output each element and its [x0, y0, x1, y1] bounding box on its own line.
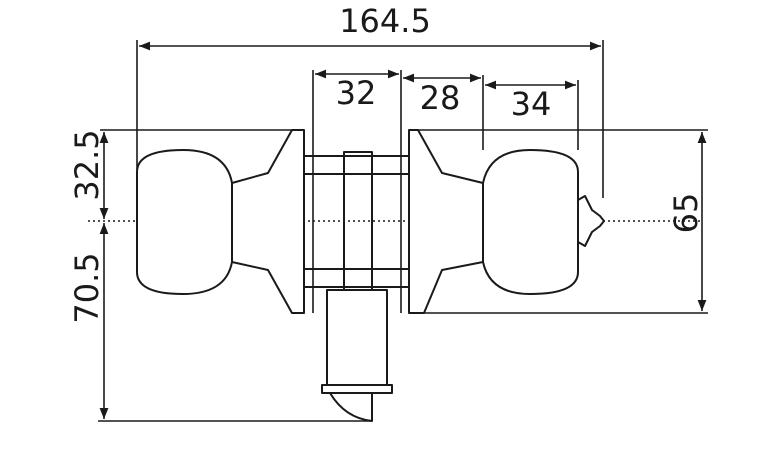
label-overall-width: 164.5	[339, 2, 431, 40]
key-cylinder	[577, 195, 605, 247]
label-rose-diameter: 65	[667, 193, 705, 234]
label-knob-width: 34	[511, 85, 552, 123]
extension-lines	[98, 40, 708, 422]
label-upper-height: 32.5	[68, 129, 106, 200]
right-rose	[408, 129, 484, 314]
latch	[321, 289, 393, 422]
left-knob	[136, 149, 233, 295]
left-rose	[231, 129, 305, 314]
label-chassis-width: 32	[336, 74, 377, 112]
dimension-lines	[99, 41, 707, 419]
label-lower-height: 70.5	[68, 252, 106, 323]
right-knob	[482, 149, 579, 295]
label-rose-width: 28	[420, 79, 461, 117]
